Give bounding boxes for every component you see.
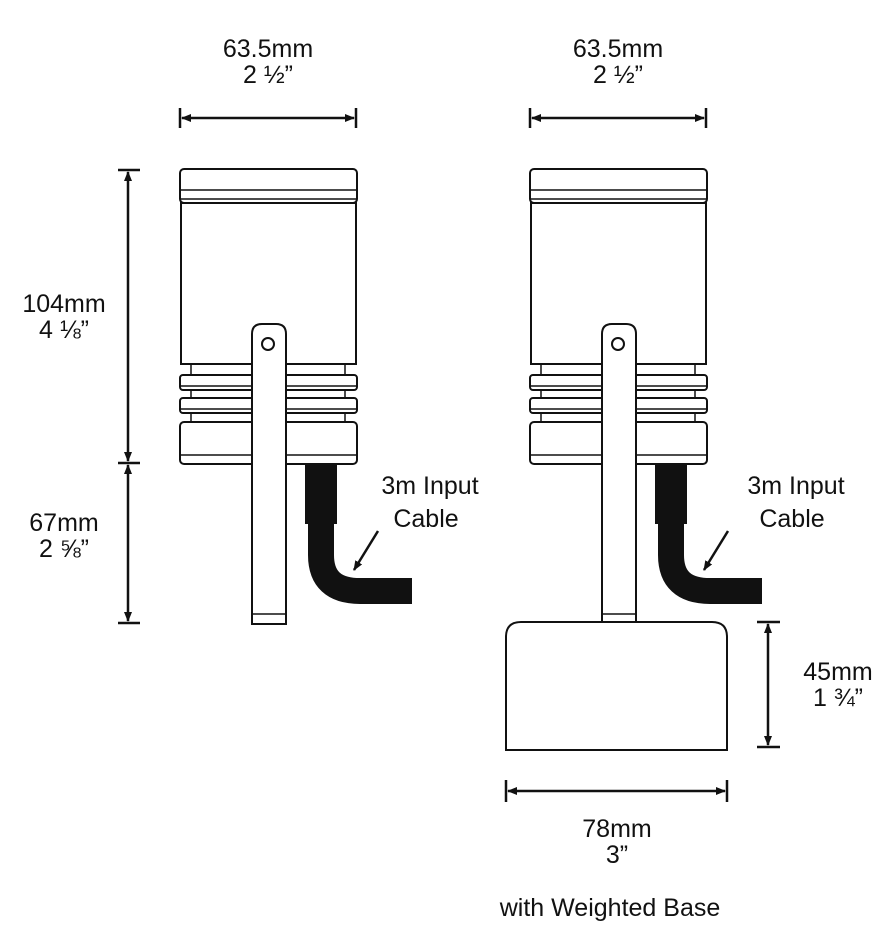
weighted-base <box>505 621 728 751</box>
base-height-mm: 45mm <box>803 658 872 686</box>
base-height-dimension <box>757 620 780 749</box>
left-width-in: 2 ½” <box>243 61 293 89</box>
stake-length-mm: 67mm <box>29 509 98 537</box>
base-height-in: 1 ¾” <box>813 684 863 712</box>
right-width-mm: 63.5mm <box>573 35 663 63</box>
head-height-dimension <box>118 168 140 625</box>
left-width-mm: 63.5mm <box>223 35 313 63</box>
right-cable-label-2: Cable <box>759 505 824 533</box>
head-height-in: 4 ⅛” <box>39 316 89 344</box>
base-width-mm: 78mm <box>582 815 651 843</box>
left-fixture <box>180 169 412 624</box>
left-cable-label: 3m Input <box>381 472 478 500</box>
right-cable-label: 3m Input <box>747 472 844 500</box>
base-width-dimension <box>504 780 729 802</box>
base-width-in: 3” <box>606 841 628 869</box>
right-width-dimension <box>528 108 708 128</box>
right-width-in: 2 ½” <box>593 61 643 89</box>
stake-length-in: 2 ⅝” <box>39 535 89 563</box>
left-cable-label-2: Cable <box>393 505 458 533</box>
head-height-mm: 104mm <box>22 290 105 318</box>
right-fixture <box>530 169 762 624</box>
left-width-dimension <box>178 108 358 128</box>
weighted-base-caption: with Weighted Base <box>499 894 721 922</box>
